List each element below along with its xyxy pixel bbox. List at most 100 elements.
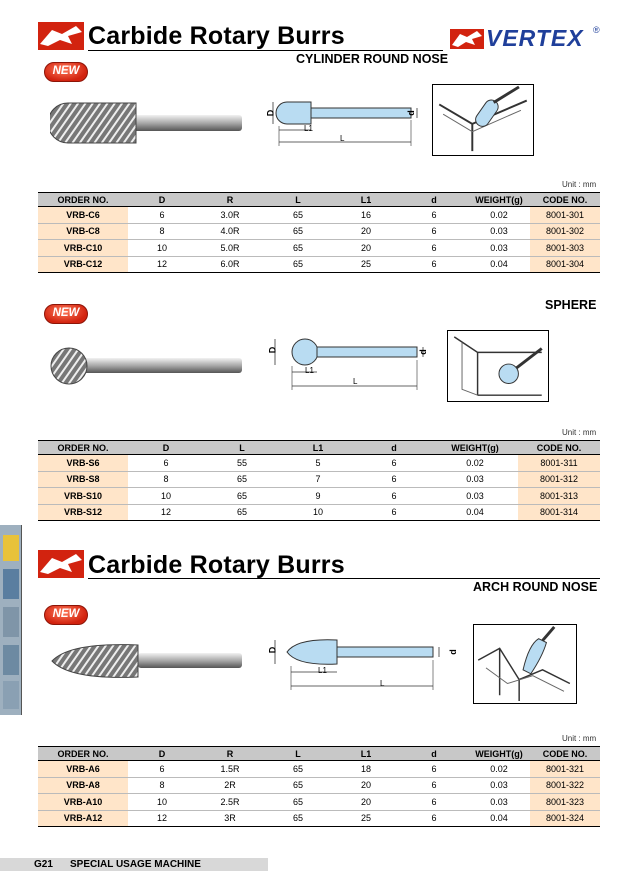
sphere-burr-photo [50, 347, 242, 385]
section-3-subtitle: ARCH ROUND NOSE [473, 580, 598, 594]
table-cell: 0.02 [468, 760, 530, 778]
section-3-title: Carbide Rotary Burrs [88, 551, 345, 579]
table-cell: 0.02 [432, 454, 518, 472]
table-cell: 0.03 [468, 777, 530, 794]
header-order-no: ORDER NO. [38, 440, 128, 455]
table-cell: 6 [356, 471, 432, 488]
order-no-cell: VRB-S6 [38, 454, 128, 472]
new-badge-2: NEW [44, 304, 88, 324]
table-cell: 7 [280, 471, 356, 488]
table-cell: 6 [400, 223, 468, 240]
table-cell: 55 [204, 454, 280, 472]
sphere-dimension-drawing [274, 338, 424, 390]
table-cell: 65 [264, 793, 332, 811]
table-cell: 6 [128, 454, 204, 472]
cylinder-dimension-drawing [272, 101, 418, 146]
vertex-logo: VERTEX ® [450, 25, 600, 51]
table-cell: 3.0R [196, 206, 264, 224]
footer-bar [0, 858, 268, 871]
table-cell: 0.04 [468, 256, 530, 273]
table-cell: 6.0R [196, 256, 264, 273]
header-l1: L1 [332, 746, 400, 761]
order-no-cell: VRB-S8 [38, 471, 128, 488]
table-cell: 10 [128, 487, 204, 505]
code-no-cell: 8001-304 [530, 256, 600, 273]
arch-spec-table: ORDER NO. D R L L1 d WEIGHT(g) CODE NO. … [38, 746, 600, 827]
footer-section-label: SPECIAL USAGE MACHINE [70, 859, 201, 870]
table-row: VRB-S8 8 65 7 6 0.03 8001-312 [38, 471, 600, 488]
cylinder-table-header-row: ORDER NO. D R L L1 d WEIGHT(g) CODE NO. [38, 192, 600, 207]
table-cell: 4.0R [196, 223, 264, 240]
header-shank-d: d [400, 746, 468, 761]
code-no-cell: 8001-303 [530, 239, 600, 257]
table-cell: 12 [128, 504, 204, 521]
table-row: VRB-A10 10 2.5R 65 20 6 0.03 8001-323 [38, 793, 600, 811]
vertex-registered-mark: ® [593, 25, 600, 35]
table-cell: 6 [400, 206, 468, 224]
order-no-cell: VRB-A10 [38, 793, 128, 811]
code-no-cell: 8001-324 [530, 810, 600, 827]
code-no-cell: 8001-321 [530, 760, 600, 778]
new-badge-1: NEW [44, 62, 88, 82]
header-order-no: ORDER NO. [38, 746, 128, 761]
table-cell: 20 [332, 793, 400, 811]
arch-dimension-drawing [274, 639, 440, 690]
table-cell: 6 [128, 760, 196, 778]
table-cell: 0.03 [468, 223, 530, 240]
table-cell: 6 [128, 206, 196, 224]
section-3-title-rule [88, 578, 600, 579]
table-cell: 65 [204, 471, 280, 488]
table-cell: 0.03 [432, 487, 518, 505]
table-row: VRB-A8 8 2R 65 20 6 0.03 8001-322 [38, 777, 600, 794]
table-cell: 65 [264, 777, 332, 794]
table-cell: 16 [332, 206, 400, 224]
table-cell: 6 [400, 810, 468, 827]
vertex-eagle-icon [450, 29, 484, 49]
table-cell: 65 [264, 810, 332, 827]
table-cell: 6 [400, 256, 468, 273]
table-cell: 6 [400, 760, 468, 778]
vertex-brand-name: VERTEX [486, 25, 584, 51]
units-label-3: Unit : mm [562, 734, 597, 743]
section-1-subtitle: CYLINDER ROUND NOSE [296, 52, 449, 66]
cylinder-dim-L: L [340, 134, 345, 143]
table-cell: 65 [204, 487, 280, 505]
sphere-dim-L: L [353, 377, 358, 386]
header-weight: WEIGHT(g) [468, 746, 530, 761]
table-cell: 1.5R [196, 760, 264, 778]
table-cell: 65 [264, 239, 332, 257]
table-cell: 0.04 [468, 810, 530, 827]
table-cell: 2.5R [196, 793, 264, 811]
catalog-side-tab [0, 525, 22, 715]
table-cell: 20 [332, 777, 400, 794]
table-cell: 6 [400, 777, 468, 794]
table-cell: 25 [332, 810, 400, 827]
table-cell: 12 [128, 810, 196, 827]
order-no-cell: VRB-C12 [38, 256, 128, 273]
table-cell: 0.03 [468, 793, 530, 811]
table-cell: 65 [264, 206, 332, 224]
table-cell: 20 [332, 239, 400, 257]
arch-dim-L: L [380, 679, 385, 688]
header-code-no: CODE NO. [530, 746, 600, 761]
header-l1: L1 [280, 440, 356, 455]
header-l: L [204, 440, 280, 455]
footer-page-number: G21 [34, 859, 53, 870]
order-no-cell: VRB-S10 [38, 487, 128, 505]
table-cell: 8 [128, 777, 196, 794]
table-row: VRB-C8 8 4.0R 65 20 6 0.03 8001-302 [38, 223, 600, 240]
table-cell: 6 [356, 487, 432, 505]
table-cell: 5 [280, 454, 356, 472]
order-no-cell: VRB-C10 [38, 239, 128, 257]
table-cell: 0.02 [468, 206, 530, 224]
table-cell: 8 [128, 223, 196, 240]
table-cell: 10 [128, 793, 196, 811]
table-cell: 0.03 [468, 239, 530, 257]
table-cell: 10 [280, 504, 356, 521]
table-row: VRB-S12 12 65 10 6 0.04 8001-314 [38, 504, 600, 521]
header-l: L [264, 746, 332, 761]
arch-application-illustration [473, 624, 577, 704]
table-cell: 10 [128, 239, 196, 257]
table-cell: 25 [332, 256, 400, 273]
cylinder-dim-L1: L1 [304, 124, 313, 133]
